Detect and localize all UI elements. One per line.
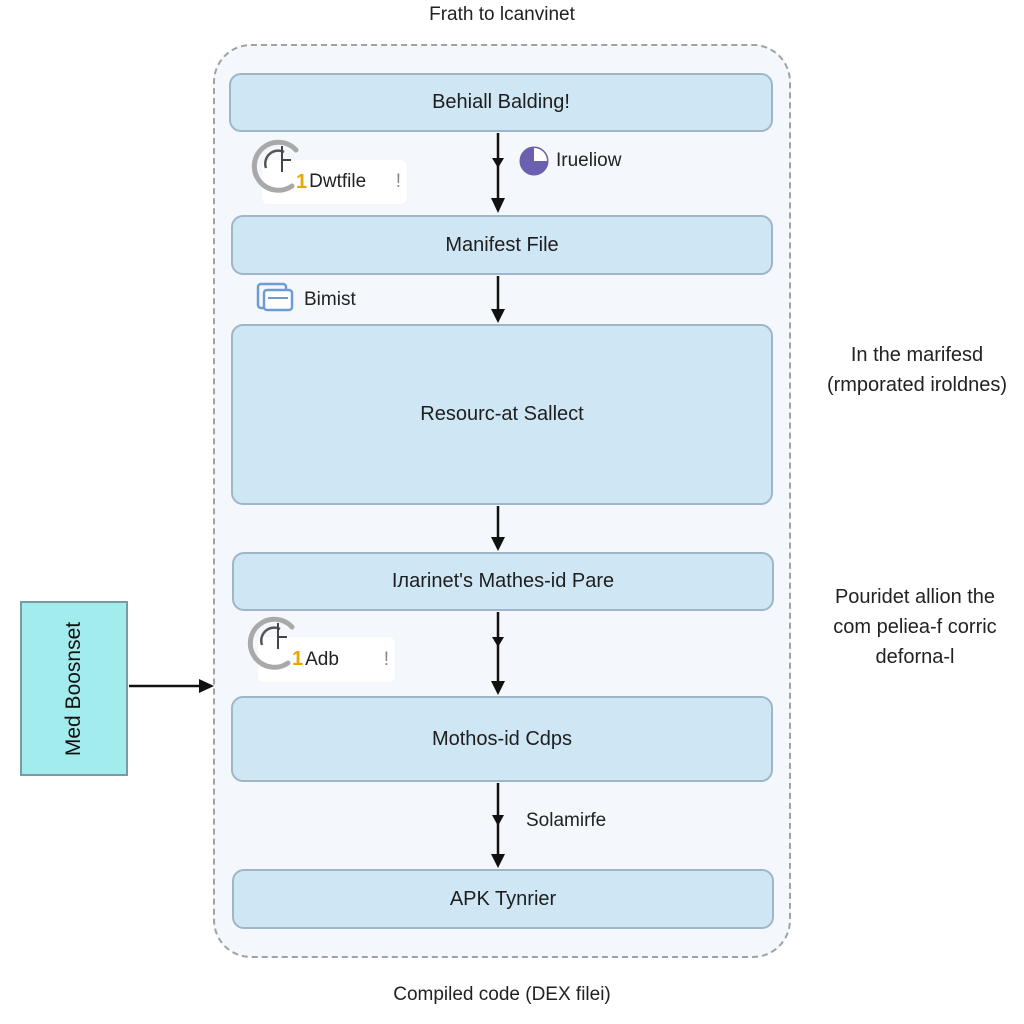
step-manifest-methods: Ілarinet's Mathes-id Pare [232, 552, 774, 611]
arrow-step5-to-step6 [491, 783, 505, 868]
note-provider: Pouridet allion the com peliea‑f corric … [810, 582, 1020, 672]
chip-dwtfile: 1 Dwtfile ! [262, 160, 407, 204]
step-apk: APK Tynrier [232, 869, 774, 929]
note-provider-line-2: com peliea‑f corric [833, 616, 997, 638]
chip-mark: ! [395, 171, 401, 192]
chip-adb: 1 Adb ! [258, 637, 395, 682]
chip-number: 1 [296, 170, 308, 193]
chip-mark: ! [383, 648, 389, 670]
label-bimist: Bimist [304, 289, 356, 310]
file-stack-icon [256, 282, 294, 312]
chip-text: Adb [305, 648, 339, 670]
arrow-step3-to-step4 [491, 506, 505, 551]
note-manifest-line-1: In the marifesd [850, 344, 984, 366]
clock-icon [251, 139, 299, 193]
step-build: Behiall Balding! [229, 73, 773, 132]
side-input-box: Med Boosnset [20, 601, 128, 776]
note-provider-line-3: deforna‑l [875, 646, 955, 668]
label-irueliow: Irueliow [556, 150, 622, 171]
diagram-bottom-title: Compiled code (DEX filei) [393, 984, 611, 1005]
diagram-top-title: Frath to lcanvinet [429, 4, 575, 25]
arrow-step2-to-step3 [491, 276, 505, 323]
clock-icon [247, 616, 295, 670]
arrow-step1-to-step2 [491, 133, 505, 213]
label-solamirfe: Solamirfe [526, 810, 607, 831]
arrow-step4-to-step5 [491, 612, 505, 695]
chip-text: Dwtfile [309, 171, 367, 192]
note-manifest: In the marifesd (rmporated iroldnes) [812, 340, 1022, 400]
step-resource-select: Resourc-at Sallect [231, 324, 773, 505]
pie-chart-icon [519, 146, 549, 176]
note-manifest-line-2: (rmporated iroldnes) [826, 374, 1008, 396]
note-provider-line-1: Pouridet allion the [834, 586, 996, 608]
step-methods-codes: Mothos-id Cdps [231, 696, 773, 782]
step-manifest-file: Manifest File [231, 215, 773, 275]
arrow-side-to-container [129, 679, 214, 693]
chip-number: 1 [292, 648, 304, 670]
